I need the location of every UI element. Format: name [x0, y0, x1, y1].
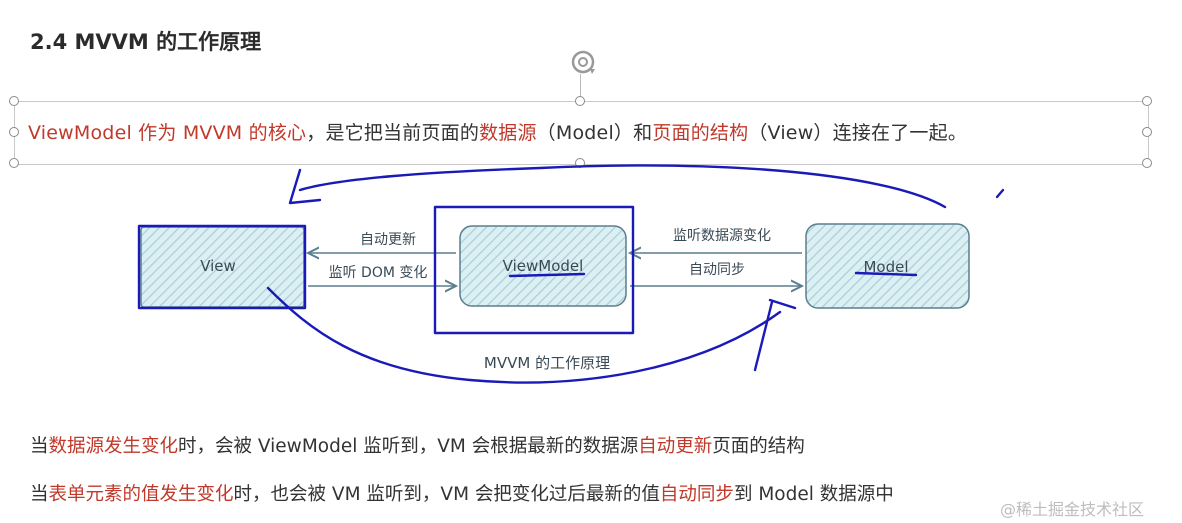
highlighted-text: 表单元素的值发生变化 [48, 484, 234, 505]
text-segment: 当 [30, 436, 49, 457]
text-segment: 时，会被 ViewModel 监听到，VM 会根据最新的数据源 [178, 436, 639, 457]
resize-handle-bottom-right[interactable] [1142, 158, 1152, 168]
highlighted-text: 自动更新 [638, 436, 713, 457]
diagram-caption: MVVM 的工作原理 [484, 354, 610, 372]
model-label: Model [863, 258, 908, 276]
rotate-handle-icon[interactable] [568, 47, 598, 77]
pen-dash [995, 188, 1005, 199]
resize-handle-top-right[interactable] [1142, 96, 1152, 106]
note-line-1: 当数据源发生变化时，会被 ViewModel 监听到，VM 会根据最新的数据源自… [30, 432, 805, 458]
text-segment: （View）连接在了一起。 [748, 122, 968, 144]
resize-handle-middle-left[interactable] [9, 127, 19, 137]
pen-box-view [137, 224, 307, 310]
pen-curve-bottom [266, 286, 782, 384]
note-line-2: 当表单元素的值发生变化时，也会被 VM 监听到，VM 会把变化过后最新的值自动同… [30, 480, 894, 506]
rotate-stem [580, 74, 581, 101]
pen-arrow-top-head [288, 168, 322, 205]
pen-arrow-bottom-head [753, 298, 797, 372]
viewmodel-box [459, 225, 627, 307]
text-segment: ，是它把当前页面的 [306, 122, 480, 144]
label-auto-sync: 自动同步 [689, 262, 745, 278]
resize-handle-middle-right[interactable] [1142, 127, 1152, 137]
highlighted-text: 页面的结构 [652, 122, 749, 144]
resize-handle-top-left[interactable] [9, 96, 19, 106]
viewmodel-label: ViewModel [503, 257, 584, 275]
resize-handle-bottom-left[interactable] [9, 158, 19, 168]
text-segment: 页面的结构 [712, 436, 805, 457]
section-heading: 2.4 MVVM 的工作原理 [30, 30, 262, 54]
text-segment: （Model）和 [536, 122, 653, 144]
text-segment: 到 Model 数据源中 [733, 484, 894, 505]
model-box [805, 223, 970, 309]
label-listen-dom: 监听 DOM 变化 [329, 265, 428, 281]
highlighted-text: 数据源 [479, 122, 537, 144]
pen-curve-top [298, 164, 947, 209]
summary-text[interactable]: ViewModel 作为 MVVM 的核心，是它把当前页面的数据源（Model）… [28, 118, 967, 145]
highlighted-text: 数据源发生变化 [48, 436, 179, 457]
highlighted-text: ViewModel 作为 MVVM 的核心 [28, 122, 307, 144]
pen-underline-viewmodel [508, 272, 586, 278]
text-segment: 当 [30, 484, 49, 505]
pen-annotations [137, 164, 1005, 384]
pen-box-viewmodel [433, 205, 635, 335]
watermark: @稀土掘金技术社区 [1000, 500, 1145, 519]
pen-underline-model [854, 271, 918, 277]
view-label: View [200, 257, 236, 275]
label-listen-data: 监听数据源变化 [673, 228, 771, 244]
highlighted-text: 自动同步 [659, 484, 734, 505]
text-segment: 时，也会被 VM 监听到，VM 会把变化过后最新的值 [233, 484, 660, 505]
label-auto-update: 自动更新 [360, 232, 416, 248]
resize-handle-top-center[interactable] [575, 96, 585, 106]
